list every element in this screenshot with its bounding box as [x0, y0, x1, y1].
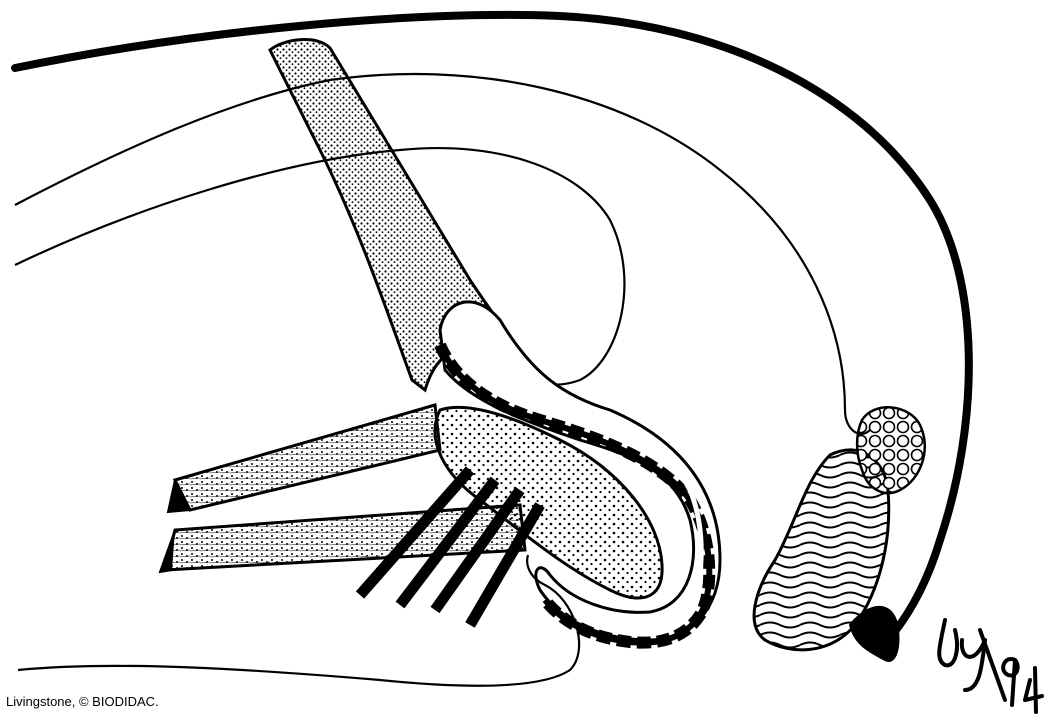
bubble-cluster: [857, 407, 925, 493]
upper-muscle-band: [175, 405, 440, 510]
image-credit: Livingstone, © BIODIDAC.: [6, 694, 159, 709]
signature: [939, 620, 1042, 712]
inner-fold: [15, 148, 624, 384]
